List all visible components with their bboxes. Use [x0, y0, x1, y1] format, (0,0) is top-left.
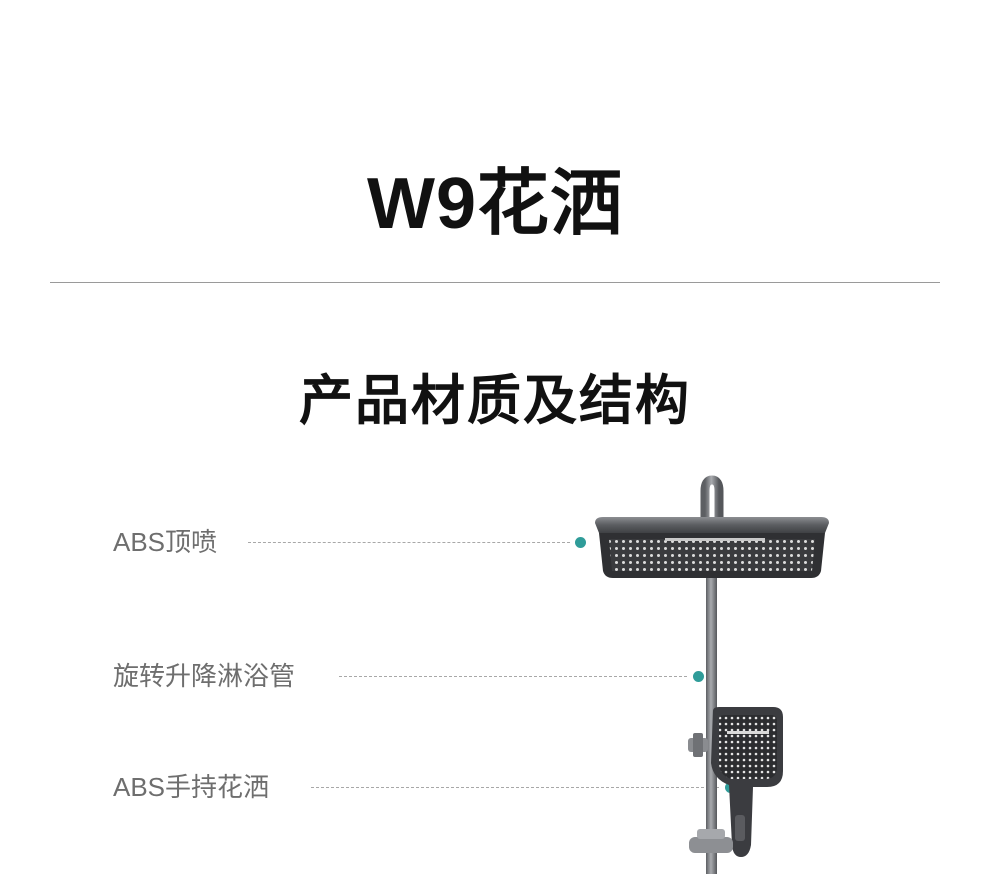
shower-set-illustration	[595, 475, 829, 874]
top-shower-head	[595, 517, 829, 578]
callout-dot-top-spray	[575, 537, 586, 548]
callout-dot-riser-pipe	[693, 671, 704, 682]
callout-label-riser-pipe: 旋转升降淋浴管	[113, 661, 296, 691]
divider	[50, 282, 940, 283]
gooseneck-arm	[700, 475, 724, 524]
callout-leader-riser-pipe	[339, 676, 687, 677]
riser-pipe	[706, 578, 717, 874]
callout-label-top-spray: ABS顶喷	[113, 527, 218, 557]
slider-clamp	[689, 837, 733, 853]
callout-leader-top-spray	[248, 542, 570, 543]
callout-leader-hand-shower	[311, 787, 719, 788]
page-title: W9花洒	[366, 164, 623, 244]
section-title: 产品材质及结构	[299, 371, 691, 431]
hand-shower	[711, 707, 783, 857]
callout-label-hand-shower: ABS手持花洒	[113, 772, 270, 802]
